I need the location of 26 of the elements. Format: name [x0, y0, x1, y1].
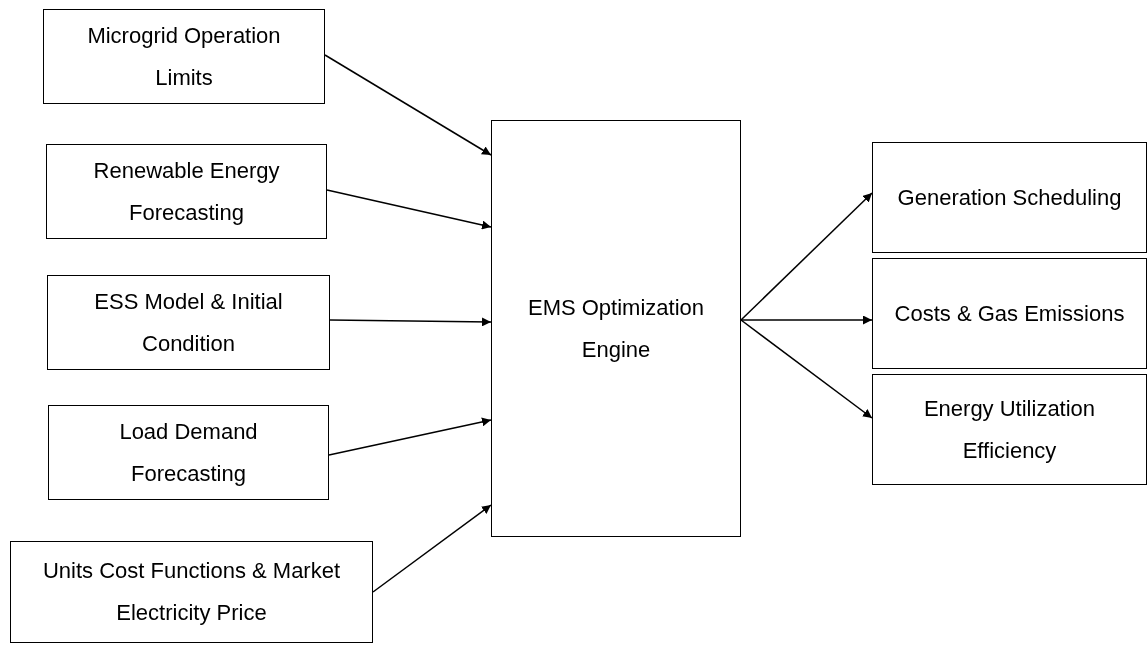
arrow — [372, 504, 492, 593]
box-label: Generation Scheduling — [897, 183, 1122, 212]
box-label: Microgrid Operation Limits — [86, 21, 282, 92]
box-label: EMS Optimization Engine — [526, 293, 706, 364]
box-label: Load Demand Forecasting — [118, 417, 259, 488]
arrow — [329, 317, 492, 327]
box-label: Energy Utilization Efficiency — [922, 394, 1097, 465]
arrow — [328, 417, 492, 456]
arrow — [740, 192, 873, 321]
process-box — [872, 258, 1147, 369]
box-label: Units Cost Functions & Market Electricity Price — [41, 557, 342, 627]
box-label: ESS Model & Initial Condition — [93, 287, 284, 358]
arrow — [326, 189, 492, 230]
arrow — [740, 319, 873, 419]
box-label: Renewable Energy Forecasting — [92, 156, 281, 227]
process-box — [43, 9, 325, 104]
process-box — [46, 144, 327, 239]
process-box — [48, 405, 329, 500]
box-label: Costs & Gas Emissions — [894, 299, 1125, 328]
arrow — [740, 315, 873, 325]
arrow — [324, 54, 492, 156]
process-box — [47, 275, 330, 370]
process-box — [872, 374, 1147, 485]
process-box — [872, 142, 1147, 253]
process-box — [10, 541, 373, 643]
process-box — [491, 120, 741, 537]
